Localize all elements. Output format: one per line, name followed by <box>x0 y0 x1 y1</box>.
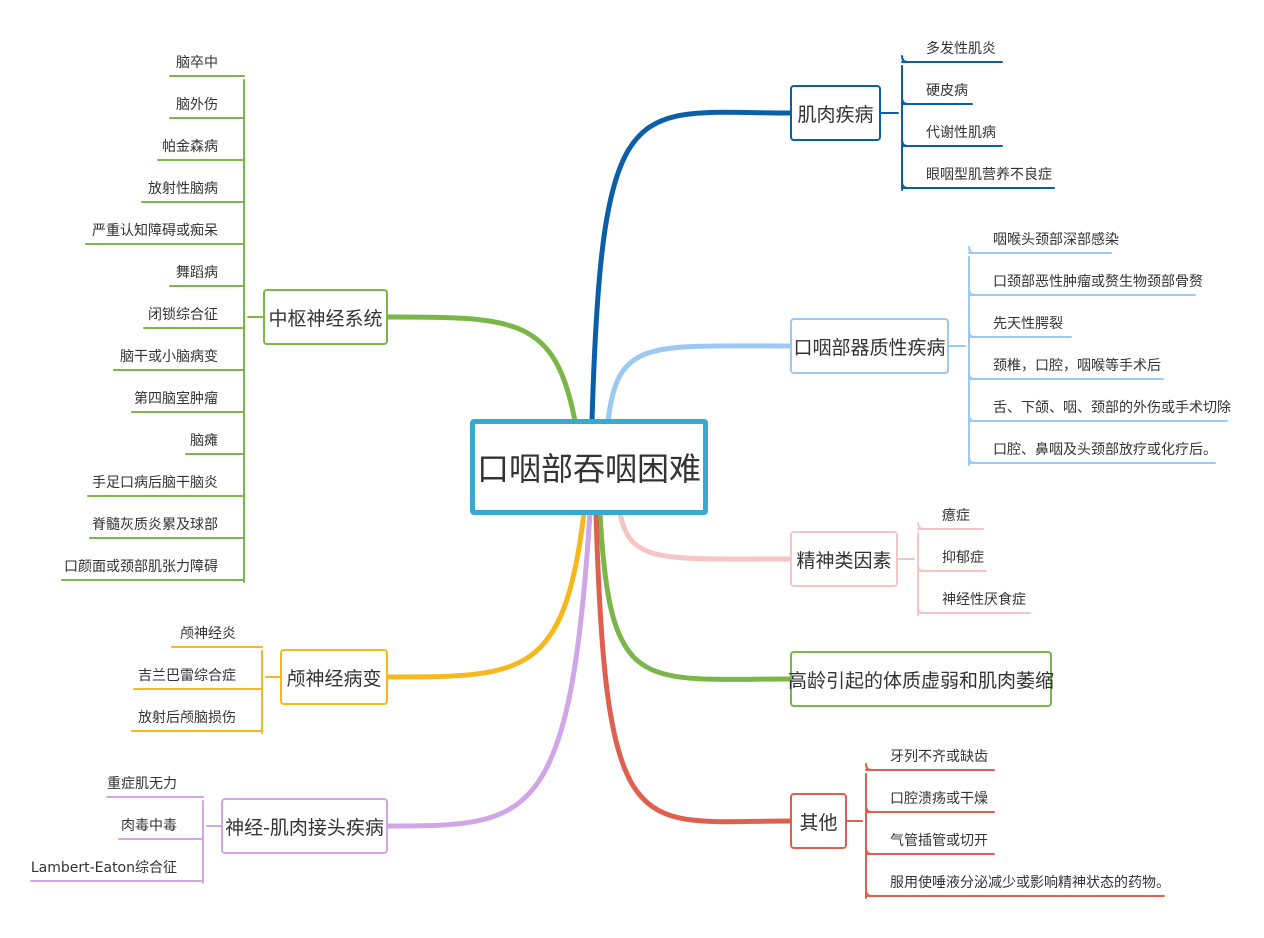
leaf-elbow-muscle-2 <box>901 139 909 147</box>
leaf-elbow-muscle-3 <box>901 181 909 189</box>
leaf-cns-12[interactable]: 口颜面或颈部肌张力障碍 <box>64 559 218 575</box>
leaf-organic-1[interactable]: 口颈部恶性肿瘤或赘生物颈部骨赘 <box>993 274 1203 290</box>
leaf-elbow-other-3 <box>865 889 873 897</box>
branch-node-other[interactable]: 其他 <box>790 793 847 849</box>
leaf-elbow-other-2 <box>865 847 873 855</box>
leaf-elbow-muscle-0 <box>901 55 909 63</box>
branch-connector-other <box>593 510 793 825</box>
leaf-elbow-organic-4 <box>968 414 976 422</box>
leaf-elbow-psych-1 <box>917 564 925 572</box>
branch-node-muscle[interactable]: 肌肉疾病 <box>790 85 881 141</box>
branch-connector-psych <box>617 510 793 562</box>
leaf-elbow-organic-1 <box>968 288 976 296</box>
branch-connector-nmj <box>385 510 593 829</box>
leaf-organic-3[interactable]: 颈椎，口腔，咽喉等手术后 <box>993 358 1161 374</box>
leaf-cns-10[interactable]: 手足口病后脑干脑炎 <box>92 475 218 491</box>
branch-connector-aging <box>597 510 793 682</box>
leaf-cns-2[interactable]: 帕金森病 <box>162 139 218 155</box>
leaf-cns-1[interactable]: 脑外伤 <box>176 97 218 113</box>
leaf-elbow-psych-2 <box>917 606 925 614</box>
leaf-psych-0[interactable]: 癔症 <box>942 508 970 524</box>
leaf-nmj-1[interactable]: 肉毒中毒 <box>121 818 177 834</box>
leaf-cns-0[interactable]: 脑卒中 <box>176 55 218 71</box>
leaf-elbow-other-1 <box>865 805 873 813</box>
branch-node-psych[interactable]: 精神类因素 <box>790 531 898 587</box>
leaf-nmj-2[interactable]: Lambert-Eaton综合征 <box>30 860 177 876</box>
leaf-elbow-psych-0 <box>917 522 925 530</box>
branch-node-nmj[interactable]: 神经-肌肉接头疾病 <box>221 798 388 854</box>
leaf-cns-11[interactable]: 脊髓灰质炎累及球部 <box>92 517 218 533</box>
leaf-psych-2[interactable]: 神经性厌食症 <box>942 592 1026 608</box>
leaf-other-2[interactable]: 气管插管或切开 <box>890 833 988 849</box>
branch-node-cranial[interactable]: 颅神经病变 <box>280 649 388 705</box>
leaf-muscle-0[interactable]: 多发性肌炎 <box>926 41 996 57</box>
leaf-cns-9[interactable]: 脑瘫 <box>190 433 218 449</box>
leaf-cranial-2[interactable]: 放射后颅脑损伤 <box>138 710 236 726</box>
branch-connector-organic <box>605 343 793 424</box>
branch-connector-cranial <box>385 510 587 680</box>
leaf-organic-0[interactable]: 咽喉头颈部深部感染 <box>993 232 1119 248</box>
leaf-other-1[interactable]: 口腔溃疡或干燥 <box>890 791 988 807</box>
branch-connector-cns <box>385 314 578 424</box>
leaf-elbow-organic-2 <box>968 330 976 338</box>
leaf-organic-5[interactable]: 口腔、鼻咽及头颈部放疗或化疗后。 <box>993 442 1217 458</box>
leaf-nmj-0[interactable]: 重症肌无力 <box>107 776 177 792</box>
branch-connector-muscle <box>589 109 793 424</box>
leaf-muscle-1[interactable]: 硬皮病 <box>926 83 968 99</box>
leaf-cns-8[interactable]: 第四脑室肿瘤 <box>134 391 218 407</box>
leaf-cranial-0[interactable]: 颅神经炎 <box>180 626 236 642</box>
branch-node-cns[interactable]: 中枢神经系统 <box>263 289 388 345</box>
leaf-elbow-organic-3 <box>968 372 976 380</box>
central-topic[interactable]: 口咽部吞咽困难 <box>470 419 708 515</box>
leaf-organic-4[interactable]: 舌、下颌、咽、颈部的外伤或手术切除 <box>993 400 1231 416</box>
leaf-other-3[interactable]: 服用使唾液分泌减少或影响精神状态的药物。 <box>890 875 1170 891</box>
leaf-cranial-1[interactable]: 吉兰巴雷综合症 <box>138 668 236 684</box>
leaf-elbow-organic-5 <box>968 456 976 464</box>
leaf-other-0[interactable]: 牙列不齐或缺齿 <box>890 749 988 765</box>
leaf-elbow-muscle-1 <box>901 97 909 105</box>
leaf-cns-6[interactable]: 闭锁综合征 <box>148 307 218 323</box>
leaf-psych-1[interactable]: 抑郁症 <box>942 550 984 566</box>
leaf-cns-4[interactable]: 严重认知障碍或痴呆 <box>92 223 218 239</box>
leaf-elbow-organic-0 <box>968 246 976 254</box>
leaf-muscle-2[interactable]: 代谢性肌病 <box>926 125 996 141</box>
leaf-elbow-other-0 <box>865 763 873 771</box>
branch-node-aging[interactable]: 高龄引起的体质虚弱和肌肉萎缩 <box>788 651 1054 707</box>
leaf-cns-3[interactable]: 放射性脑病 <box>148 181 218 197</box>
leaf-muscle-3[interactable]: 眼咽型肌营养不良症 <box>926 167 1052 183</box>
leaf-cns-7[interactable]: 脑干或小脑病变 <box>120 349 218 365</box>
branch-node-organic[interactable]: 口咽部器质性疾病 <box>790 318 949 374</box>
leaf-organic-2[interactable]: 先天性腭裂 <box>993 316 1063 332</box>
leaf-cns-5[interactable]: 舞蹈病 <box>176 265 218 281</box>
